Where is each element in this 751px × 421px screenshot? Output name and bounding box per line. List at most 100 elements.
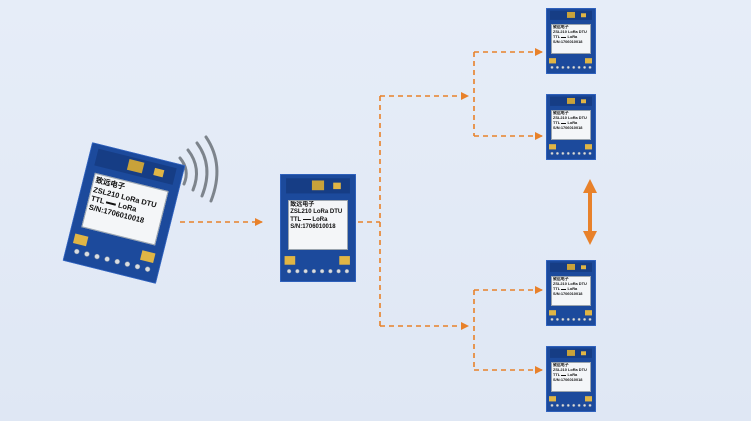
pin-hole xyxy=(286,269,292,274)
pin-hole xyxy=(577,403,581,407)
interface-arrow-icon xyxy=(561,288,567,290)
pin-hole xyxy=(577,151,581,155)
brand-logo: 致远电子 xyxy=(553,24,569,30)
pin-hole xyxy=(566,65,570,69)
pin-hole xyxy=(134,264,141,270)
pin-hole xyxy=(561,317,565,321)
crystal xyxy=(339,256,350,265)
interface-right: LoRa xyxy=(567,34,578,40)
interface-arrow-icon xyxy=(302,218,311,220)
pin-hole xyxy=(572,403,576,407)
pin-hole xyxy=(295,269,300,274)
interface-left: TTL xyxy=(553,120,561,126)
pin-hole xyxy=(555,403,559,407)
pin-hole xyxy=(550,65,554,69)
pin-hole xyxy=(550,151,554,155)
antenna-connector xyxy=(567,11,575,18)
pin-hole xyxy=(572,317,576,321)
crystal xyxy=(585,144,592,150)
capacitor xyxy=(284,256,296,265)
interface-right: LoRa xyxy=(567,120,578,126)
pin-hole xyxy=(588,403,592,407)
interface-line: TTL LoRa xyxy=(553,372,589,378)
led-indicator xyxy=(581,265,586,270)
pin-hole xyxy=(74,248,80,255)
antenna-connector xyxy=(567,97,575,104)
led-indicator xyxy=(153,167,165,178)
pin-hole xyxy=(583,151,587,155)
antenna-connector xyxy=(126,159,145,174)
pin-hole xyxy=(144,266,151,272)
pin-hole xyxy=(561,403,565,407)
interface-arrow-icon xyxy=(561,122,567,124)
pin-hole xyxy=(588,65,592,69)
pin-hole xyxy=(588,151,592,155)
pin-hole xyxy=(104,256,110,262)
serial-number: S/N:1706010018 xyxy=(290,224,336,231)
capacitor xyxy=(549,310,556,316)
interface-right: LoRa xyxy=(312,216,328,223)
serial-number: S/N:1706010018 xyxy=(553,376,583,382)
pin-hole xyxy=(311,269,317,274)
pin-hole xyxy=(566,317,570,321)
pin-hole xyxy=(583,317,587,321)
interface-arrow-icon xyxy=(561,374,567,376)
pin-hole xyxy=(577,317,581,321)
interface-arrow-icon xyxy=(561,36,567,38)
model-name: ZSL210 LoRa DTU xyxy=(553,115,587,121)
capacitor xyxy=(549,144,556,150)
model-name: ZSL210 LoRa DTU xyxy=(553,29,587,35)
pin-hole xyxy=(555,317,559,321)
interface-left: TTL xyxy=(553,372,561,378)
pin-hole xyxy=(550,317,554,321)
interface-line: TTL LoRa xyxy=(553,120,589,126)
pin-hole xyxy=(319,269,325,274)
antenna-connector xyxy=(311,180,325,191)
brand-logo: 致远电子 xyxy=(553,362,569,368)
capacitor xyxy=(72,233,89,247)
pin-hole xyxy=(550,403,554,407)
brand-logo: 致远电子 xyxy=(553,110,569,116)
interface-left: TTL xyxy=(553,34,561,40)
serial-number: S/N:1706010018 xyxy=(553,124,583,130)
model-name: ZSL210 LoRa DTU xyxy=(290,209,343,216)
pin-hole xyxy=(577,65,581,69)
pin-hole xyxy=(114,258,120,265)
serial-number: S/N:1706010018 xyxy=(553,38,583,44)
led-indicator xyxy=(581,99,586,104)
pin-hole xyxy=(566,151,570,155)
pin-hole xyxy=(572,65,576,69)
pin-hole xyxy=(344,269,350,274)
pin-hole xyxy=(303,269,308,274)
pin-hole xyxy=(328,269,333,274)
serial-number: S/N:1706010018 xyxy=(553,290,583,296)
interface-line: TTL LoRa xyxy=(290,217,346,225)
interface-right: LoRa xyxy=(567,372,578,378)
interface-left: TTL xyxy=(290,216,302,223)
pin-hole xyxy=(336,269,341,274)
interface-right: LoRa xyxy=(567,286,578,292)
pin-hole xyxy=(572,151,576,155)
crystal xyxy=(140,250,156,264)
trunk-lines xyxy=(358,96,381,326)
crystal xyxy=(585,58,592,64)
capacitor xyxy=(549,58,556,64)
antenna-connector xyxy=(567,263,575,270)
pin-hole xyxy=(84,251,90,257)
pin-hole xyxy=(94,253,100,260)
led-indicator xyxy=(581,351,586,356)
antenna-connector xyxy=(567,349,575,356)
crystal xyxy=(585,396,592,402)
crystal xyxy=(585,310,592,316)
